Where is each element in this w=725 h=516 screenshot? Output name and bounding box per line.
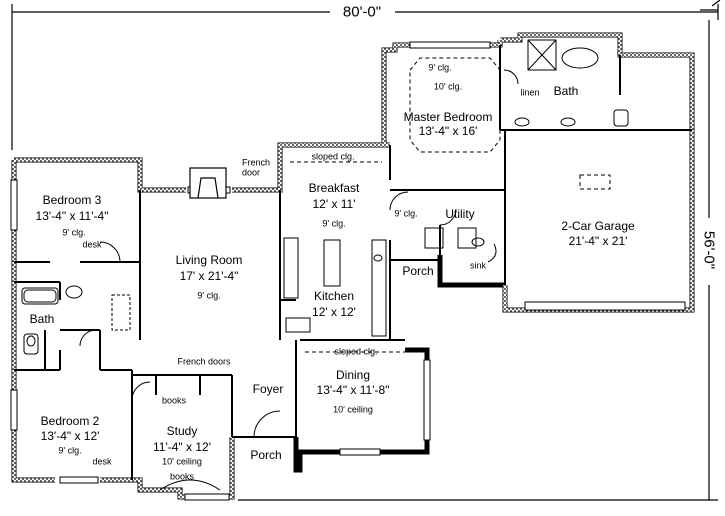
bedroom2-desk: desk — [92, 456, 112, 467]
study-name: Study — [166, 424, 198, 438]
overall-depth-dimension: 56'-0" — [700, 227, 718, 273]
master-bedroom-name: Master Bedroom — [403, 110, 493, 124]
study-ceiling: 10' ceiling — [162, 456, 202, 467]
breakfast-ceiling: 9' clg. — [322, 218, 346, 229]
bedroom2-ceiling: 9' clg. — [58, 445, 82, 456]
utility-ceiling: 9' clg. — [394, 208, 418, 219]
bedroom2-name: Bedroom 2 — [40, 414, 100, 428]
dining-name: Dining — [335, 368, 371, 382]
kitchen-size: 12' x 12' — [312, 305, 356, 319]
breakfast-size: 12' x 11' — [312, 197, 356, 211]
living-room-ceiling: 9' clg. — [197, 290, 221, 301]
french-door-label: French door — [241, 157, 271, 178]
study-books-top: books — [161, 395, 187, 406]
garage-name: 2-Car Garage — [561, 219, 635, 233]
dining-sloped-ceiling: sloped clg. — [334, 346, 378, 357]
garage-size: 21'-4" x 21' — [568, 234, 628, 248]
sink-pointer — [487, 243, 497, 263]
master-ceiling-tray: 10' clg. — [433, 81, 463, 92]
sink-label: sink — [469, 260, 487, 271]
master-bedroom-size: 13'-4" x 16' — [418, 124, 478, 138]
bedroom2-size: 13'-4" x 12' — [40, 429, 100, 443]
kitchen-name: Kitchen — [313, 289, 355, 303]
bedroom3-size: 13'-4" x 11'-4" — [35, 209, 109, 223]
bedroom3-desk: desk — [82, 239, 102, 250]
master-ceiling-outer: 9' clg. — [428, 62, 452, 73]
overall-width-dimension: 80'-0" — [339, 3, 385, 21]
linen-label: linen — [520, 87, 540, 98]
hall-bath-name: Bath — [29, 312, 55, 326]
breakfast-sloped-ceiling: sloped clg. — [311, 151, 355, 162]
fixtures — [21, 39, 629, 491]
interior-walls — [14, 45, 692, 480]
foyer-name: Foyer — [252, 382, 284, 396]
windows — [10, 41, 686, 501]
front-porch-name: Porch — [250, 448, 282, 462]
fireplace — [189, 167, 227, 199]
dimension-lines — [11, 0, 721, 501]
utility-name: Utility — [445, 207, 475, 221]
dining-size: 13'-4" x 11'-8" — [316, 383, 390, 397]
bedroom3-ceiling: 9' clg. — [62, 227, 86, 238]
side-porch-name: Porch — [402, 264, 434, 278]
bedroom3-name: Bedroom 3 — [42, 193, 102, 207]
french-doors-label: French doors — [177, 356, 231, 367]
living-room-size: 17' x 21'-4" — [179, 269, 239, 283]
study-books-bottom: books — [169, 471, 195, 482]
dining-ceiling: 10' ceiling — [333, 404, 373, 415]
exterior-walls — [11, 32, 695, 500]
living-room-name: Living Room — [175, 253, 243, 267]
wall-hatch — [12, 33, 694, 499]
breakfast-name: Breakfast — [308, 181, 360, 195]
master-bath-name: Bath — [553, 84, 579, 98]
study-size: 11'-4" x 12' — [153, 440, 211, 454]
